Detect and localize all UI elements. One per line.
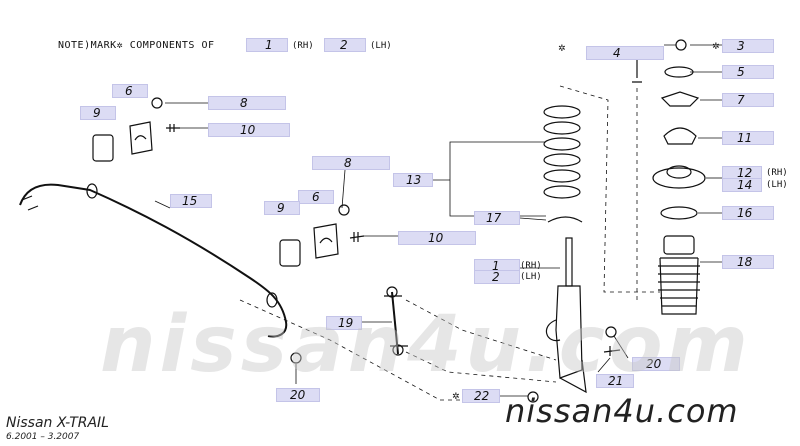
- callout-box-19: [326, 316, 362, 330]
- callout-8a: 8: [240, 96, 248, 110]
- nut: [675, 39, 687, 51]
- callout-9b: 9: [277, 201, 285, 215]
- callout-box-3: [722, 39, 774, 53]
- callout-14-side: (LH): [766, 180, 788, 190]
- callout-15: 15: [182, 194, 198, 208]
- stabilizer-link: [391, 291, 399, 355]
- star-mark-22: ✲: [452, 392, 460, 402]
- washer-left: [151, 97, 163, 109]
- callout-box-14: [722, 178, 762, 192]
- note-label-box-b: [324, 38, 366, 52]
- watermark-large: nissan4u.com: [100, 300, 752, 390]
- note-text: NOTE)MARK✲ COMPONENTS OF: [58, 40, 215, 51]
- callout-box-2: [474, 270, 520, 284]
- bushing-mid: [279, 239, 301, 267]
- model-years: 6.2001 – 3.2007: [6, 432, 80, 442]
- callout-16: 16: [737, 206, 753, 220]
- callout-2-side: (LH): [520, 272, 542, 282]
- callout-6b: 6: [312, 190, 320, 204]
- callout-box-20b: [632, 357, 680, 371]
- callout-12-side: (RH): [766, 168, 788, 178]
- note-label-box-a: [246, 38, 288, 52]
- washer-mid: [338, 204, 350, 216]
- callout-13: 13: [406, 173, 422, 187]
- nut-left: [290, 352, 302, 364]
- star-mark-3: ✲: [712, 42, 720, 52]
- star-mark-4: ✲: [558, 44, 566, 54]
- mount-insulator: [663, 127, 697, 145]
- dust-boot: [658, 235, 700, 315]
- callout-box-15: [170, 194, 212, 208]
- coil-spring: [543, 105, 581, 199]
- callout-10b: 10: [428, 231, 444, 245]
- callout-box-17: [474, 211, 520, 225]
- callout-11: 11: [737, 131, 753, 145]
- callout-19: 19: [338, 316, 354, 330]
- bushing-left: [92, 134, 114, 162]
- callout-8b: 8: [344, 156, 352, 170]
- note-part-b: 2: [340, 38, 348, 52]
- callout-18: 18: [737, 255, 753, 269]
- callout-box-6b: [298, 190, 334, 204]
- callout-box-22: [462, 389, 500, 403]
- callout-1: 1: [492, 259, 500, 273]
- callout-21: 21: [608, 374, 624, 388]
- callout-box-8a: [208, 96, 286, 110]
- callout-2: 2: [492, 270, 500, 284]
- callout-9a: 9: [93, 106, 101, 120]
- callout-10a: 10: [240, 123, 256, 137]
- note-part-a: 1: [265, 38, 273, 52]
- callout-14: 14: [737, 178, 753, 192]
- callout-box-6a: [112, 84, 148, 98]
- callout-22: 22: [474, 389, 490, 403]
- callout-box-18: [722, 255, 774, 269]
- callout-6a: 6: [125, 84, 133, 98]
- callout-1-side: (RH): [520, 261, 542, 271]
- callout-box-11: [722, 131, 774, 145]
- strut-assembly: [545, 237, 587, 394]
- callout-box-7: [722, 93, 774, 107]
- callout-box-8b: [312, 156, 390, 170]
- callout-box-5: [722, 65, 774, 79]
- seal-ring: [664, 66, 694, 78]
- bound-bumper: [660, 206, 698, 220]
- bolt-right: [605, 326, 617, 338]
- callout-12: 12: [737, 166, 753, 180]
- callout-box-4: [586, 46, 664, 60]
- nut-bottom: [527, 391, 539, 403]
- mount-bearing: [652, 167, 706, 189]
- callout-box-10b: [398, 231, 476, 245]
- callout-box-13: [393, 173, 433, 187]
- plate: [660, 91, 700, 107]
- callout-box-9a: [80, 106, 116, 120]
- callout-3: 3: [737, 39, 745, 53]
- callout-box-10a: [208, 123, 290, 137]
- callout-box-9b: [264, 201, 300, 215]
- note-part-a-side: (RH): [292, 41, 314, 51]
- stabilizer-bar: [19, 183, 288, 338]
- spring-seat: [547, 216, 583, 223]
- note-part-b-side: (LH): [370, 41, 392, 51]
- callout-20a: 20: [290, 388, 306, 402]
- callout-box-21: [596, 374, 634, 388]
- callout-box-20a: [276, 388, 320, 402]
- watermark-small: nissan4u.com: [505, 392, 739, 430]
- model-name: Nissan X-TRAIL: [6, 415, 109, 431]
- callout-17: 17: [486, 211, 502, 225]
- callout-box-16: [722, 206, 774, 220]
- callout-20b: 20: [646, 357, 662, 371]
- callout-7: 7: [737, 93, 745, 107]
- callout-4: 4: [613, 46, 621, 60]
- callout-5: 5: [737, 65, 745, 79]
